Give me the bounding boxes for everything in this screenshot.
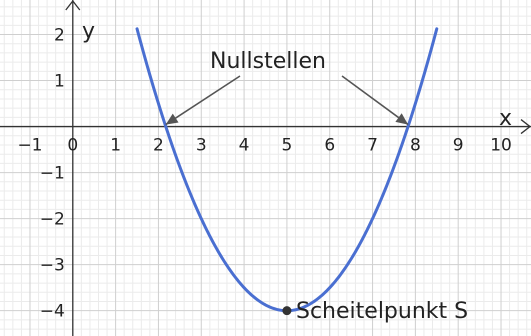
roots-label: Nullstellen [210, 49, 326, 74]
x-tick-label: 7 [367, 136, 378, 156]
annotations: y x Nullstellen Scheitelpunkt S [82, 19, 512, 324]
root-arrow-left-head [165, 113, 179, 125]
x-tick-label: −1 [17, 136, 42, 156]
x-tick-label: 5 [281, 136, 292, 156]
x-tick-label: 0 [67, 136, 78, 156]
x-axis-label: x [499, 106, 512, 131]
x-tick-label: 2 [153, 136, 164, 156]
y-axis-label: y [82, 19, 95, 44]
root-arrow-right-head [395, 113, 409, 125]
vertex-point [282, 306, 292, 316]
x-tick-label: 8 [410, 136, 421, 156]
x-tick-label: 3 [196, 136, 207, 156]
x-tick-label: 9 [453, 136, 464, 156]
x-tick-label: 6 [324, 136, 335, 156]
y-tick-label: −2 [40, 210, 65, 230]
root-arrow-left [165, 75, 241, 126]
y-tick-label: 1 [54, 72, 65, 92]
x-axis-arrowhead [520, 119, 531, 135]
y-tick-label: −4 [40, 302, 65, 322]
y-tick-label: 2 [54, 26, 65, 46]
vertex-label: Scheitelpunkt S [296, 299, 468, 324]
root-arrow-right [341, 75, 409, 126]
y-tick-label: −1 [40, 164, 65, 184]
x-tick-label: 1 [110, 136, 121, 156]
y-tick-label: −3 [40, 256, 65, 276]
x-tick-label: 10 [490, 136, 512, 156]
y-axis-arrowhead [65, 0, 81, 11]
x-tick-label: 4 [239, 136, 250, 156]
